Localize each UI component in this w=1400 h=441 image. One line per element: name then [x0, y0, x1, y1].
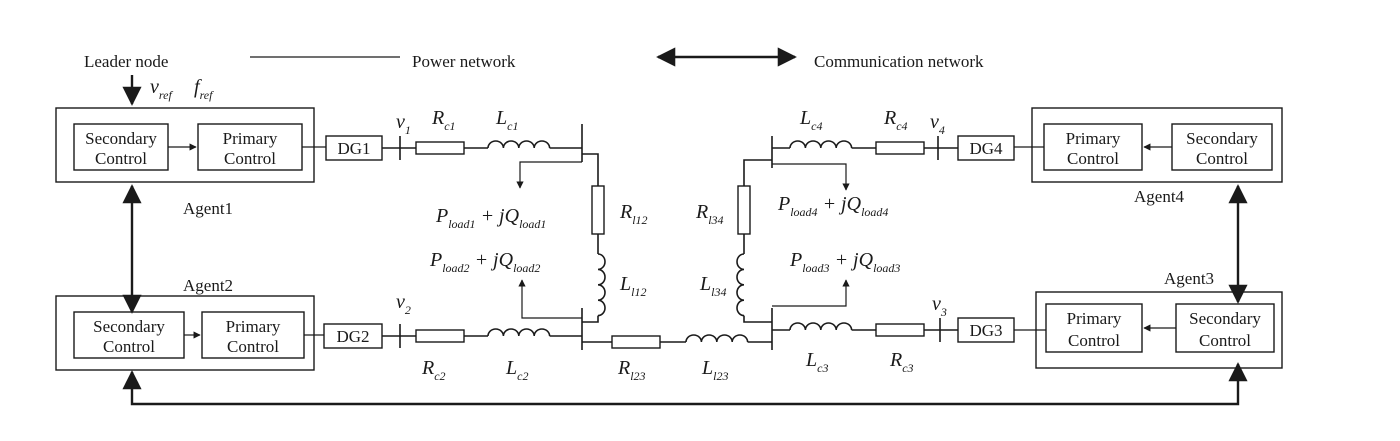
dg1-label: DG1: [337, 139, 370, 158]
ll23-inductor: [685, 334, 749, 343]
rl23-symbol: Rl23: [617, 357, 646, 383]
v1-symbol: v1: [396, 111, 411, 137]
load2-arrow: [518, 279, 582, 319]
rl12-resistor: [591, 185, 605, 235]
rc4-symbol: Rc4: [883, 107, 908, 133]
rc4-resistor: [875, 141, 925, 155]
rl12-symbol: Rl12: [619, 201, 648, 227]
dg4-label: DG4: [969, 139, 1003, 158]
agent3-primary-label-line2: Control: [1068, 331, 1120, 350]
agent1-label: Agent1: [183, 199, 233, 218]
lc2-inductor: [487, 328, 551, 337]
v4-symbol: v4: [930, 111, 945, 137]
agent1-primary-label-line2: Control: [224, 149, 276, 168]
agent2-secondary-control: [73, 311, 185, 359]
load4-expression: Pload4 + jQload4: [777, 193, 888, 219]
rc1-symbol: Rc1: [431, 107, 456, 133]
rl34-resistor: [737, 185, 751, 235]
lc1-symbol: Lc1: [495, 107, 518, 133]
lc3-symbol: Lc3: [805, 349, 828, 375]
rc2-resistor: [415, 329, 465, 343]
agent2-primary-label-line1: Primary: [226, 317, 281, 336]
dg4-box: [957, 135, 1015, 161]
lc3-inductor: [789, 322, 853, 331]
agent4-primary-label-line2: Control: [1067, 149, 1119, 168]
dg3-label: DG3: [969, 321, 1002, 340]
load3-expression: Pload3 + jQload3: [789, 249, 900, 275]
lc4-inductor: [789, 140, 853, 149]
agent1-primary-control: [197, 123, 303, 171]
load2-expression: Pload2 + jQload2: [429, 249, 540, 275]
agent3-secondary-label-line2: Control: [1199, 331, 1251, 350]
agent4-secondary-label-line2: Control: [1196, 149, 1248, 168]
agent3-primary-label-line1: Primary: [1067, 309, 1122, 328]
v3-symbol: v3: [932, 293, 947, 319]
communication-network-legend-label: Communication network: [814, 52, 984, 71]
ll12-symbol: Ll12: [619, 273, 646, 299]
power-network-legend-label: Power network: [412, 52, 516, 71]
agent4-primary-control: [1043, 123, 1143, 171]
leader-node-label: Leader node: [84, 52, 168, 71]
ll34-symbol: Ll34: [699, 273, 726, 299]
line34-top: [743, 159, 772, 186]
comm-agent2-agent3: [122, 362, 1248, 406]
agent3-label: Agent3: [1164, 269, 1214, 288]
rl34-symbol: Rl34: [695, 201, 724, 227]
ll12-inductor: [597, 253, 606, 317]
agent2-primary-label-line2: Control: [227, 337, 279, 356]
rc3-resistor: [875, 323, 925, 337]
agent4-secondary-control: [1171, 123, 1273, 171]
line34-bottom: [743, 315, 772, 323]
agent3-primary-control: [1045, 303, 1143, 353]
lc2-symbol: Lc2: [505, 357, 528, 383]
agent1-secondary-label-line2: Control: [95, 149, 147, 168]
dg2-box: [323, 323, 383, 349]
line12-bottom: [582, 315, 599, 323]
f-ref-symbol: fref: [194, 76, 214, 102]
agent4-primary-label-line1: Primary: [1066, 129, 1121, 148]
ll34-inductor: [736, 253, 745, 317]
line12-top: [582, 153, 599, 186]
rl23-resistor: [611, 335, 661, 349]
rc1-resistor: [415, 141, 465, 155]
agent2-primary-control: [201, 311, 305, 359]
v2-symbol: v2: [396, 291, 411, 317]
rc2-symbol: Rc2: [421, 357, 446, 383]
load1-expression: Pload1 + jQload1: [435, 205, 546, 231]
dg2-label: DG2: [336, 327, 369, 346]
agent2-secondary-label-line1: Secondary: [93, 317, 165, 336]
agent3-secondary-label-line1: Secondary: [1189, 309, 1261, 328]
load4-arrow: [772, 163, 850, 191]
rc3-symbol: Rc3: [889, 349, 914, 375]
agent4-label: Agent4: [1134, 187, 1185, 206]
agent1-secondary-label-line1: Secondary: [85, 129, 157, 148]
load1-arrow: [516, 161, 582, 189]
v-ref-symbol: vref: [150, 76, 173, 102]
load3-arrow: [772, 279, 850, 307]
agent4-secondary-label-line1: Secondary: [1186, 129, 1258, 148]
agent3-secondary-control: [1175, 303, 1275, 353]
agent2-label: Agent2: [183, 276, 233, 295]
lc1-inductor: [487, 140, 551, 149]
ll23-symbol: Ll23: [701, 357, 728, 383]
agent1-secondary-control: [73, 123, 169, 171]
agent1-primary-label-line1: Primary: [223, 129, 278, 148]
lc4-symbol: Lc4: [799, 107, 822, 133]
agent2-secondary-label-line2: Control: [103, 337, 155, 356]
